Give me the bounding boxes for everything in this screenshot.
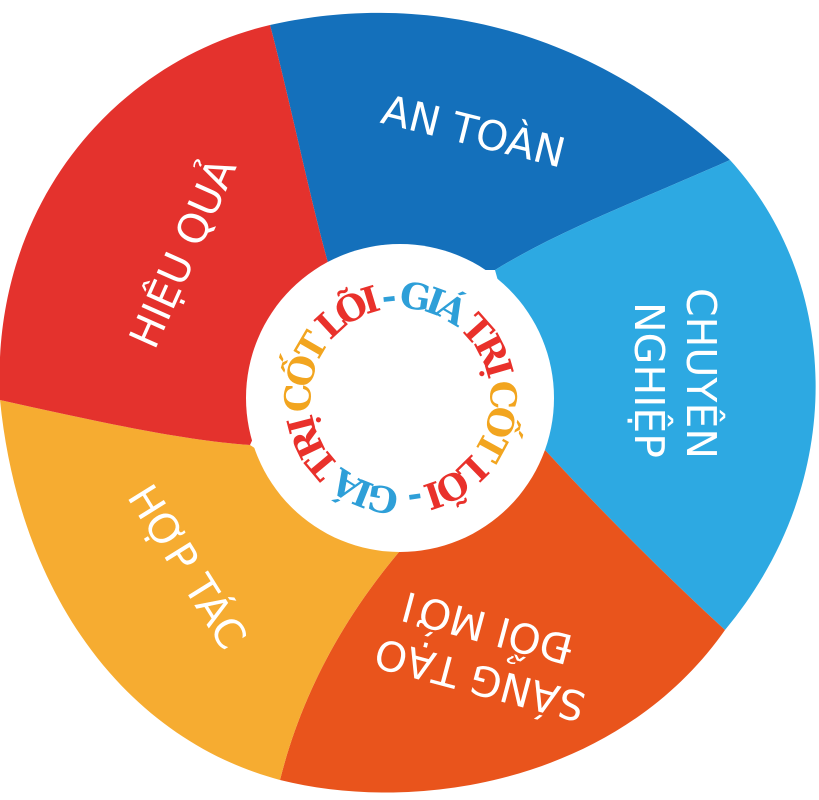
segment-chuyen-nghiep — [495, 160, 816, 630]
label-chuyen-nghiep: CHUYÊN NGHIỆP — [625, 288, 725, 472]
segment-doi-moi — [280, 450, 725, 793]
segment-an-toan — [270, 12, 730, 270]
center-circle — [246, 244, 554, 552]
segment-hieu-qua — [0, 25, 330, 445]
